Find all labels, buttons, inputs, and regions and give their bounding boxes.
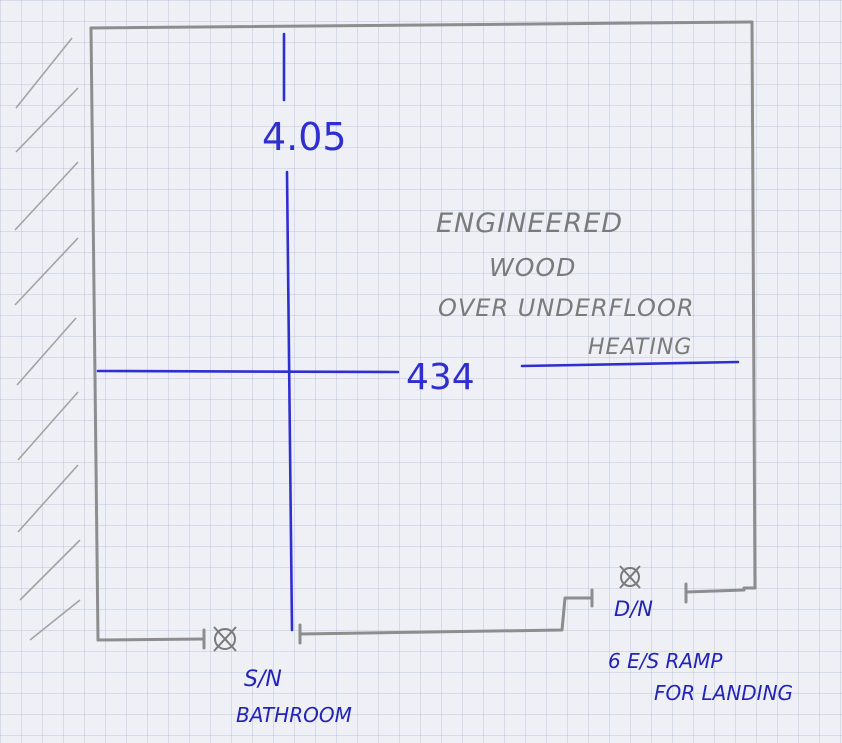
horizontal-dimension-label: 434 [406, 357, 475, 398]
landing-ramp-note-line-1: 6 E/S RAMP [608, 649, 723, 673]
light-circle [620, 567, 640, 587]
vertical-dimension-label: 4.05 [262, 115, 347, 159]
vertical-dimension-line-bottom [285, 170, 294, 632]
south-east-wall [684, 588, 746, 594]
hatch-line [15, 37, 73, 109]
south-wall-right [298, 596, 594, 636]
hatch-line [17, 464, 79, 533]
bathroom-door-label: BATHROOM [236, 703, 352, 727]
landing-door-code: D/N [614, 597, 653, 621]
west-wall [89, 26, 100, 642]
dimension-lines [96, 32, 740, 632]
hatch-line [16, 317, 77, 386]
ceiling-light-icon [213, 626, 237, 652]
floor-note-line-4: HEATING [588, 335, 692, 360]
bathroom-door-code: S/N [244, 667, 282, 692]
external-wall-hatching [14, 37, 81, 641]
hatch-line [29, 599, 81, 641]
landing-ramp-note-line-2: FOR LANDING [654, 681, 793, 705]
hatch-line [14, 237, 79, 306]
light-cross [213, 626, 237, 652]
horizontal-dimension-line-left [96, 369, 400, 374]
floor-note-line-1: ENGINEERED [436, 208, 623, 239]
hatch-line [19, 539, 81, 601]
south-wall-left [96, 637, 206, 642]
hatch-line [14, 161, 79, 231]
floor-note-line-3: OVER UNDERFLOOR [438, 294, 695, 322]
north-wall [89, 20, 754, 30]
light-cross [619, 565, 641, 589]
floor-finish-note: ENGINEERED WOOD OVER UNDERFLOOR HEATING [436, 208, 695, 360]
ceiling-light-icon [619, 565, 641, 589]
hatch-line [15, 87, 79, 153]
light-circle [214, 628, 236, 650]
room-walls [89, 20, 757, 650]
floor-note-line-2: WOOD [489, 253, 576, 282]
east-wall [742, 20, 757, 590]
hatch-line [17, 391, 79, 461]
horizontal-dimension-line-right [520, 360, 740, 368]
